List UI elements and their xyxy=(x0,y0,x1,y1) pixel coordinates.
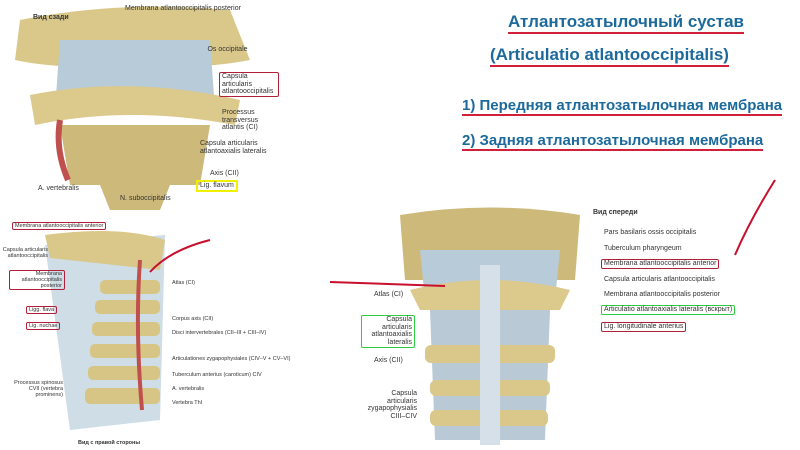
figure-label: Ligg. flava xyxy=(26,306,58,315)
figure-label: Membrana atlantooccipitalis posterior xyxy=(125,5,241,12)
posterior-view-illustration xyxy=(15,6,250,210)
view-label: Вид сзади xyxy=(33,14,69,21)
figure-label: Tuberculum pharyngeum xyxy=(604,245,682,252)
list-item-2: 2) Задняя атлантозатылочная мембрана xyxy=(462,132,764,151)
view-label: Вид спереди xyxy=(593,209,638,216)
figure-label: Articulationes zygapophysiales (CIV–V + … xyxy=(172,356,291,362)
lateral-view-illustration xyxy=(45,231,211,430)
figure-label: Lig. nuchae xyxy=(26,322,61,331)
figure-label: Membrana atlantooccipitalis posterior xyxy=(9,270,65,291)
figure-label: N. suboccipitalis xyxy=(120,195,171,202)
figure-label: Processus spinosus CVII (vertebra promin… xyxy=(14,380,63,399)
figure-label: Processus transversus atlantis (CI) xyxy=(222,109,259,132)
figure-label: Capsula articularis atlantooccipitalis xyxy=(219,72,279,98)
list-item-1: 1) Передняя атлантозатылочная мембрана xyxy=(462,97,783,116)
figure-label: A. vertebralis xyxy=(172,386,205,392)
figure-label: Axis (CII) xyxy=(210,170,239,177)
view-label: Вид с правой стороны xyxy=(78,440,141,446)
anterior-view-illustration xyxy=(329,179,776,445)
figure-label: Vertebra ThI xyxy=(172,400,203,406)
figure-label: Capsula articularis atlantoaxialis later… xyxy=(200,140,267,155)
figure-label: Pars basilaris ossis occipitalis xyxy=(604,229,697,236)
figure-label: Lig. flavum xyxy=(196,180,238,192)
figure-label: Membrana atlantooccipitalis posterior xyxy=(604,291,720,298)
figure-label: Articulatio atlantoaxialis lateralis (вс… xyxy=(601,305,736,315)
figure-label: Disci intervertebrales (CII–III + CIII–I… xyxy=(172,330,267,336)
figure-label: Corpus axis (CII) xyxy=(172,316,214,322)
figure-label: Capsula articularis atlantoaxialis later… xyxy=(361,315,415,348)
figure-label: Membrana atlantooccipitalis anterior xyxy=(601,259,720,269)
figure-label: Axis (CII) xyxy=(374,357,403,364)
slide-subtitle: (Articulatio atlantooccipitalis) xyxy=(490,45,729,67)
figure-label: Capsula articularis atlantooccipitalis xyxy=(604,276,715,283)
figure-label: Capsula articularis zygapophysialis CIII… xyxy=(367,390,417,421)
figure-label: A. vertebralis xyxy=(38,185,79,192)
figure-label: Capsula articularis atlantooccipitalis xyxy=(2,247,48,260)
figure-label: Os occipitale xyxy=(207,46,248,53)
figure-label: Tuberculum anterius (caroticum) CIV xyxy=(172,372,262,378)
figure-label: Atlas (CI) xyxy=(374,291,404,298)
slide-title: Атлантозатылочный сустав xyxy=(508,12,744,34)
figure-label: Lig. longitudinale anterius xyxy=(601,322,687,332)
figure-label: Atlas (CI) xyxy=(172,280,195,286)
figure-label: Membrana atlantooccipitalis anterior xyxy=(12,222,107,231)
